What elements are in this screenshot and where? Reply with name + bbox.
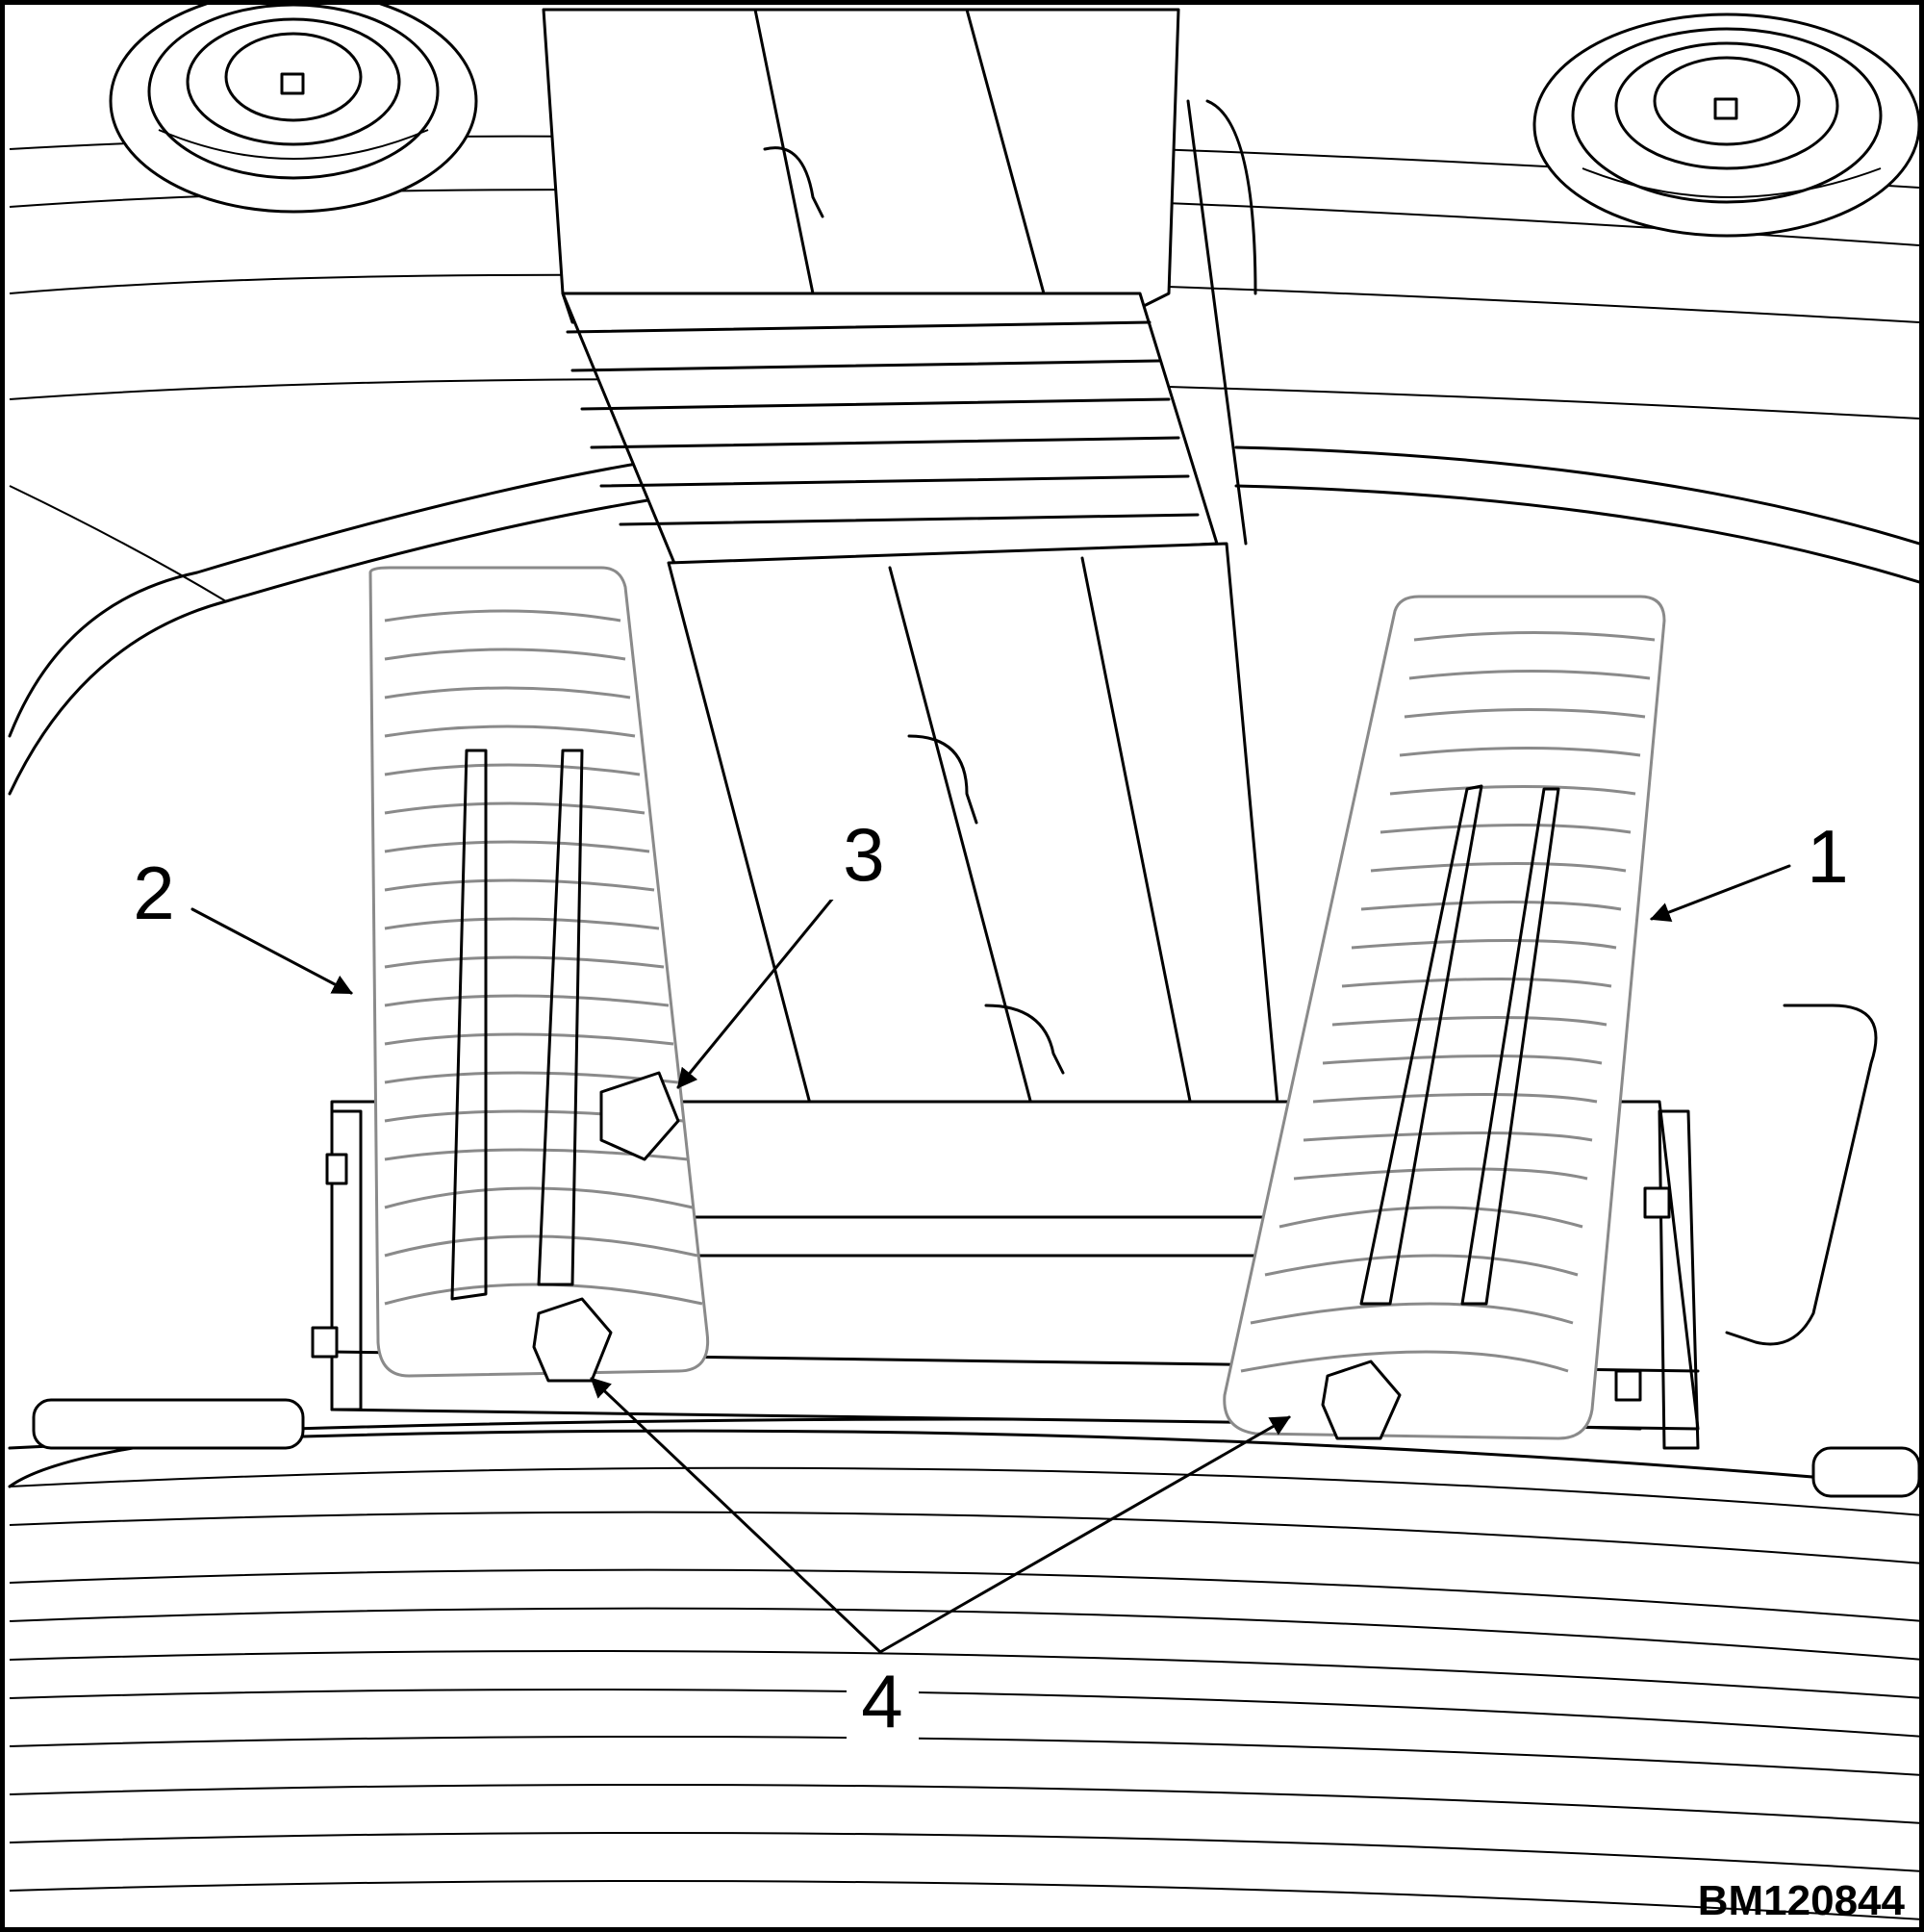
leader-arrow-2 <box>190 907 353 995</box>
leader-arrows <box>190 864 1791 1654</box>
callout-2: 2 <box>133 851 174 935</box>
accelerator-pedal-right <box>1223 595 1878 1450</box>
leader-arrow-4b <box>878 1415 1291 1654</box>
steering-column <box>542 8 1286 1219</box>
figure-id: BM120844 <box>1698 1877 1906 1924</box>
pedal-assembly-drawing: 1 2 3 4 BM120844 <box>8 5 1919 1924</box>
leader-arrow-1 <box>1650 864 1791 923</box>
callout-4: 4 <box>861 1659 902 1743</box>
left-floor-plug <box>109 5 478 214</box>
brake-pedal-left <box>311 566 710 1411</box>
callout-1: 1 <box>1807 814 1848 899</box>
leader-arrow-3 <box>676 874 853 1089</box>
right-floor-plug <box>1532 13 1919 238</box>
leader-arrow-4a <box>590 1377 882 1654</box>
callout-3: 3 <box>843 812 884 897</box>
floor-contour-lines <box>8 135 1919 1920</box>
